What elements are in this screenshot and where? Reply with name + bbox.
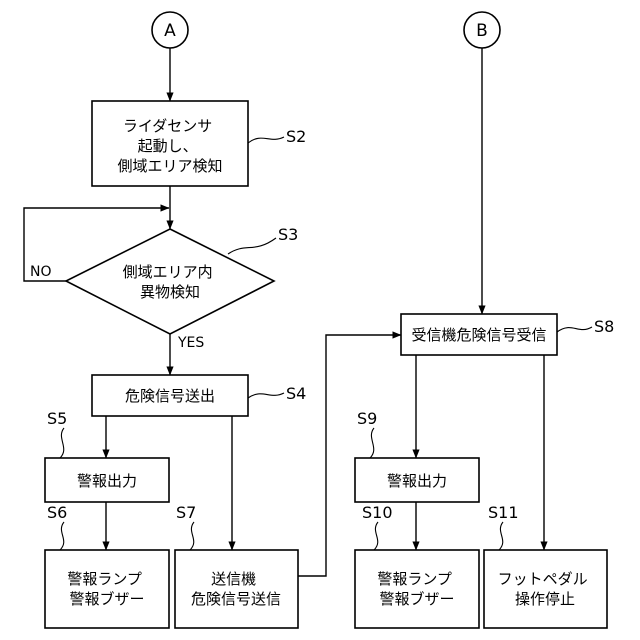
connector-b-label: B	[476, 21, 488, 41]
connector-b: B	[464, 12, 500, 48]
node-s6-line-1: 警報ランプ	[67, 570, 142, 588]
leader-s3	[228, 238, 276, 254]
node-s8-line-1: 受信機危険信号受信	[411, 326, 546, 344]
node-s11-line-2: 操作停止	[515, 590, 575, 608]
leader-s9	[370, 428, 374, 458]
leader-s7	[190, 522, 194, 550]
node-s9-line-1: 警報出力	[387, 472, 447, 490]
node-s6-line-2: 警報ブザー	[69, 590, 144, 608]
step-label-s5: S5	[47, 409, 67, 428]
node-s10: 警報ランプ 警報ブザー	[355, 550, 479, 628]
arrow-s7-to-s8	[298, 335, 401, 576]
node-s11-line-1: フットペダル	[498, 570, 588, 588]
leader-s5	[60, 428, 64, 458]
node-s6: 警報ランプ 警報ブザー	[45, 550, 169, 628]
decision-s3-line-2: 異物検知	[140, 283, 200, 301]
leader-s6	[60, 522, 64, 550]
node-s7-line-1: 送信機	[211, 570, 256, 588]
node-s9: 警報出力	[355, 458, 479, 502]
node-s2: ライダセンサ 起動し、 側域エリア検知	[92, 101, 248, 186]
connector-a: A	[152, 12, 188, 48]
node-s8: 受信機危険信号受信	[401, 314, 557, 355]
decision-s3: 側域エリア内 異物検知	[66, 229, 274, 334]
node-s2-line-1: ライダセンサ	[123, 117, 212, 135]
node-s5: 警報出力	[45, 458, 169, 502]
leader-s10	[374, 522, 378, 550]
leader-s4	[248, 393, 284, 398]
node-s7: 送信機 危険信号送信	[175, 550, 298, 628]
step-label-s8: S8	[594, 317, 614, 336]
step-label-s4: S4	[286, 384, 306, 403]
step-label-s9: S9	[357, 409, 377, 428]
connector-a-label: A	[164, 21, 176, 41]
node-s10-line-1: 警報ランプ	[377, 570, 452, 588]
node-s10-line-2: 警報ブザー	[379, 590, 454, 608]
yes-branch-label: YES	[177, 335, 204, 351]
no-branch-label: NO	[30, 264, 52, 280]
node-s2-line-2: 起動し、	[138, 137, 198, 155]
step-label-s6: S6	[47, 503, 67, 522]
decision-s3-line-1: 側域エリア内	[123, 263, 213, 281]
node-s4-line-1: 危険信号送出	[125, 387, 215, 405]
step-label-s2: S2	[286, 127, 306, 146]
leader-s2	[248, 137, 284, 143]
leader-s8	[557, 327, 592, 332]
step-label-s10: S10	[362, 503, 393, 522]
node-s11: フットペダル 操作停止	[484, 550, 607, 628]
node-s5-line-1: 警報出力	[77, 472, 137, 490]
step-label-s7: S7	[176, 503, 196, 522]
node-s4: 危険信号送出	[92, 375, 248, 416]
node-s7-line-2: 危険信号送信	[191, 590, 281, 608]
leader-s11	[499, 522, 503, 550]
step-label-s3: S3	[278, 225, 298, 244]
node-s2-line-3: 側域エリア検知	[117, 157, 222, 175]
step-label-s11: S11	[488, 503, 519, 522]
